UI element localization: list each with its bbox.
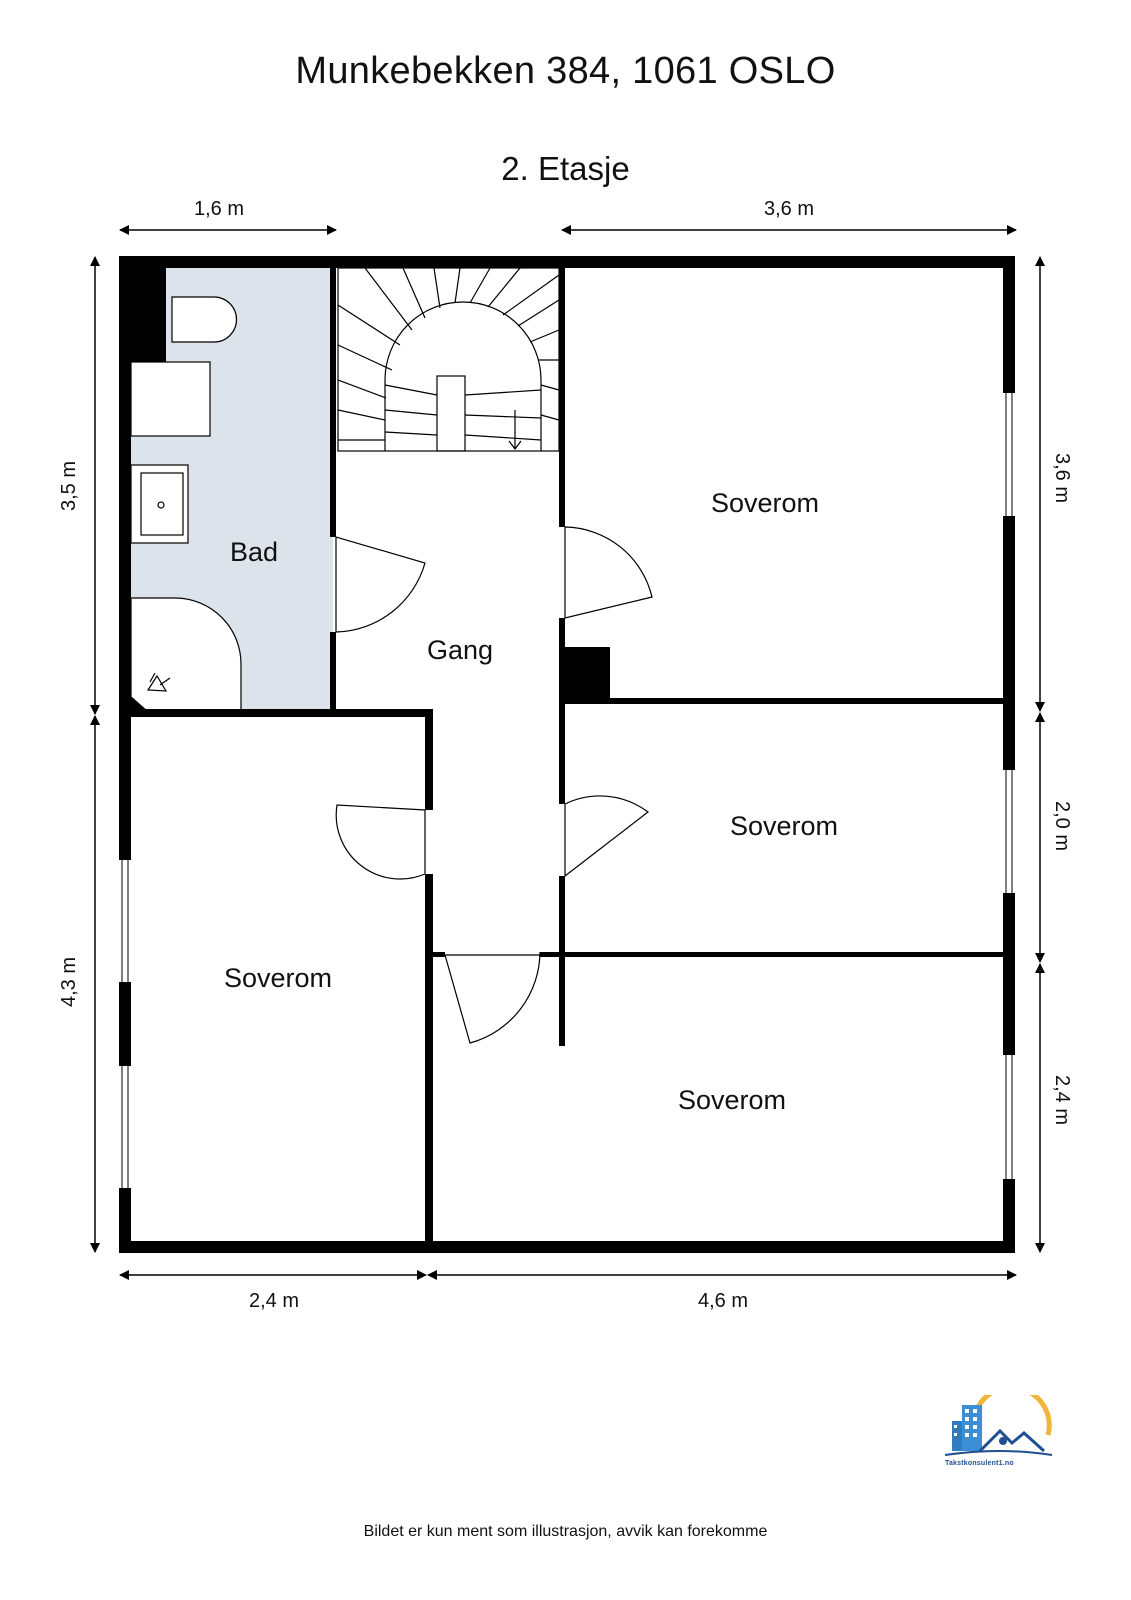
room-label-gang: Gang	[427, 635, 493, 665]
dim-right-bottom: 2,4 m	[1051, 1075, 1073, 1125]
staircase	[337, 267, 560, 452]
door-bedroom-mid-right	[564, 795, 649, 878]
door-bathroom	[335, 536, 426, 633]
dim-top-right: 3,6 m	[764, 198, 814, 220]
shower	[130, 597, 242, 709]
interior-walls	[131, 267, 1003, 1241]
building-icon	[962, 1405, 982, 1451]
dim-left-lower: 4,3 m	[58, 957, 80, 1007]
room-label-soverom-left: Soverom	[224, 963, 332, 993]
door-bedroom-top-right	[564, 526, 653, 619]
dim-top-left: 1,6 m	[194, 198, 244, 220]
house-window-icon	[999, 1437, 1007, 1445]
dim-right-top: 3,6 m	[1051, 453, 1073, 503]
room-label-soverom-top-right: Soverom	[711, 488, 819, 518]
toilet	[171, 296, 238, 343]
room-label-soverom-mid-right: Soverom	[730, 811, 838, 841]
sun-arc-icon	[975, 1384, 1052, 1436]
plan-title: Munkebekken 384, 1061 OSLO	[295, 50, 836, 92]
room-label-soverom-bottom-right: Soverom	[678, 1085, 786, 1115]
dim-right-mid: 2,0 m	[1051, 801, 1073, 851]
company-logo	[940, 1384, 1055, 1467]
dim-bottom-left: 2,4 m	[249, 1290, 299, 1312]
logo-text: Takstkonsulent1.no	[945, 1460, 1014, 1467]
door-bedroom-bottom-right	[444, 951, 541, 1044]
footer-disclaimer: Bildet er kun ment som illustrasjon, avv…	[363, 1523, 768, 1540]
doors	[335, 526, 653, 1044]
door-bedroom-left	[335, 804, 426, 880]
roof-icon	[978, 1428, 1046, 1453]
floor-label: 2. Etasje	[501, 150, 630, 187]
dim-bottom-right: 4,6 m	[698, 1290, 748, 1312]
windows	[119, 393, 1015, 1188]
washing-machine	[130, 361, 211, 437]
room-label-bad: Bad	[230, 537, 278, 567]
dim-left-upper: 3,5 m	[58, 461, 80, 511]
dimension-lines	[90, 225, 1045, 1280]
bathroom-fixtures	[130, 296, 242, 712]
